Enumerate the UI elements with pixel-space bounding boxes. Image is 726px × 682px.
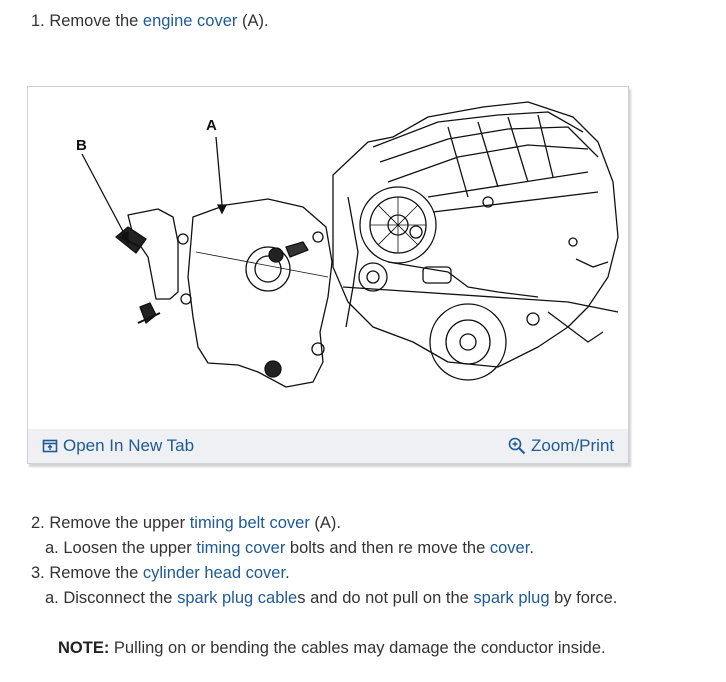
engine-diagram-figure: A B Open In New Tab Zoom/Print — [27, 86, 629, 464]
engine-cover-link[interactable]: engine cover — [142, 12, 238, 30]
engine-diagram-drawing — [81, 101, 619, 388]
callout-label-a: A — [206, 117, 217, 134]
spark-plug-link[interactable]: spark plug — [473, 589, 550, 607]
zoom-icon — [508, 437, 526, 455]
step-1: 1. Remove the engine cover (A). — [31, 12, 269, 30]
step-2: 2. Remove the upper timing belt cover (A… — [31, 514, 341, 532]
open-in-new-tab-button[interactable]: Open In New Tab — [42, 436, 194, 456]
note-label: NOTE: — [58, 639, 110, 657]
note-text: Pulling on or bending the cables may dam… — [109, 639, 606, 657]
new-tab-icon — [42, 439, 58, 453]
note: NOTE: Pulling on or bending the cables m… — [58, 639, 606, 658]
step-3: 3. Remove the cylinder head cover. — [31, 564, 290, 582]
timing-cover-link[interactable]: timing cover — [196, 539, 286, 557]
callout-label-b: B — [76, 137, 87, 154]
zoom-print-button[interactable]: Zoom/Print — [508, 436, 614, 456]
cover-link[interactable]: cover — [489, 539, 530, 557]
cylinder-head-cover-link[interactable]: cylinder head cover — [142, 564, 286, 582]
figure-toolbar: Open In New Tab Zoom/Print — [28, 429, 628, 463]
step-3a: a. Disconnect the spark plug cables and … — [45, 589, 618, 607]
timing-belt-cover-link[interactable]: timing belt cover — [189, 514, 310, 532]
spark-plug-cable-link[interactable]: spark plug cable — [177, 589, 298, 607]
step-2a: a. Loosen the upper timing cover bolts a… — [45, 539, 534, 557]
